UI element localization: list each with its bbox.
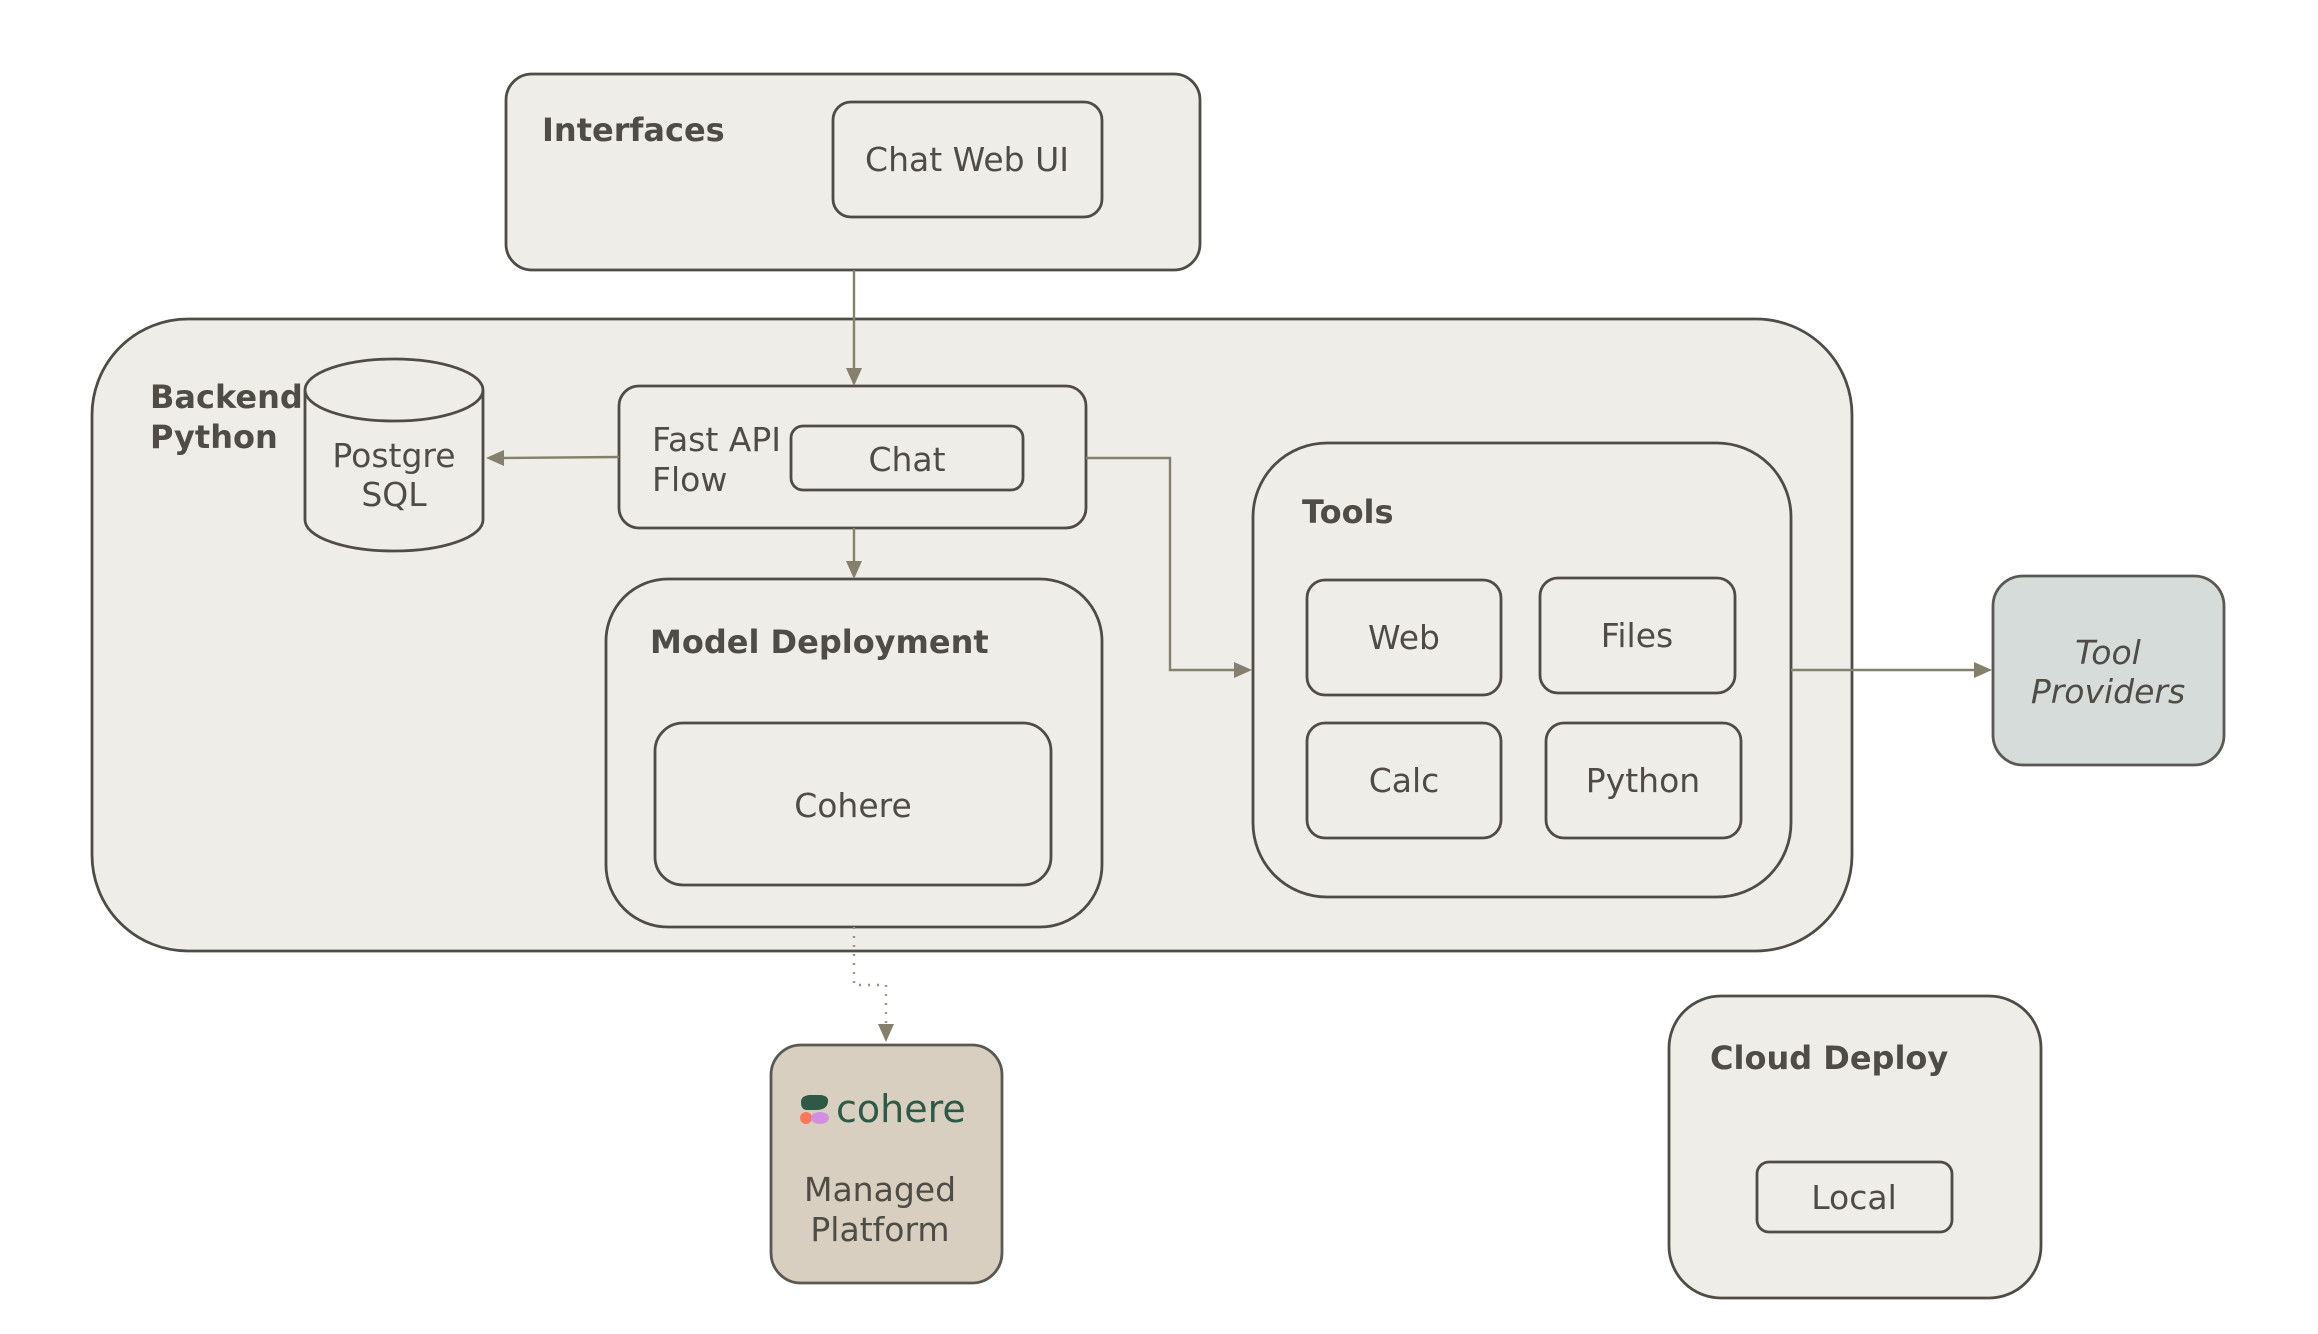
cohere-logo-pill-icon	[811, 1112, 829, 1124]
cohere-label: Cohere	[794, 786, 912, 825]
chat-node[interactable]: Chat	[789, 424, 1025, 492]
tool-web-label: Web	[1368, 618, 1440, 657]
connector-fastapi-to-postgres	[501, 455, 620, 460]
local-node[interactable]: Local	[1755, 1160, 1954, 1234]
cohere-logo-text: cohere	[836, 1087, 966, 1131]
cloud-deploy-panel: Cloud Deploy Local	[1667, 994, 2043, 1300]
fastapi-flow-node[interactable]: Fast API Flow Chat	[617, 384, 1088, 530]
cohere-logo-dot-icon	[800, 1112, 812, 1124]
cohere-logo-leaf-icon	[801, 1095, 829, 1110]
model-deployment-title: Model Deployment	[650, 623, 989, 661]
arrowhead-tools	[1234, 662, 1252, 678]
arrowhead-managed-platform	[878, 1024, 894, 1042]
tool-python-node[interactable]: Python	[1544, 721, 1743, 840]
chat-label: Chat	[868, 440, 945, 479]
arrowhead-postgres	[486, 450, 504, 466]
tool-web-node[interactable]: Web	[1305, 578, 1503, 697]
tools-title: Tools	[1302, 493, 1394, 531]
connector-model-deployment-to-managed-platform	[852, 927, 888, 1024]
tool-calc-label: Calc	[1369, 761, 1440, 800]
fastapi-label-line1: Fast API	[652, 420, 781, 459]
tools-panel: Tools Web Files Calc Python	[1251, 441, 1793, 899]
cohere-node[interactable]: Cohere	[653, 721, 1053, 887]
connectors	[486, 270, 1992, 1042]
tool-files-label: Files	[1601, 616, 1673, 655]
managed-platform-label-line1: Managed	[804, 1170, 956, 1209]
managed-platform-node[interactable]: cohere Managed Platform	[769, 1043, 1004, 1285]
backend-title-line1: Backend	[150, 378, 303, 416]
arrowhead-fastapi-top	[846, 368, 862, 386]
arrowhead-tool-providers	[1974, 662, 1992, 678]
connector-fastapi-to-tools	[1086, 456, 1236, 672]
tool-providers-label-line2: Providers	[2031, 672, 2185, 711]
fastapi-label-line2: Flow	[652, 460, 727, 499]
postgresql-database[interactable]: Postgre SQL	[303, 357, 485, 553]
managed-platform-label-line2: Platform	[810, 1210, 949, 1249]
cohere-logo: cohere	[800, 1087, 966, 1131]
arrowhead-model-deployment	[846, 561, 862, 579]
tool-providers-node[interactable]: Tool Providers	[1991, 574, 2226, 767]
tool-files-node[interactable]: Files	[1538, 576, 1737, 695]
postgresql-label-line2: SQL	[361, 475, 427, 514]
chat-web-ui-node[interactable]: Chat Web UI	[831, 100, 1104, 219]
chat-web-ui-label: Chat Web UI	[865, 140, 1069, 179]
tool-calc-node[interactable]: Calc	[1305, 721, 1503, 840]
tool-python-label: Python	[1586, 761, 1700, 800]
local-label: Local	[1811, 1178, 1897, 1217]
postgresql-label-line1: Postgre	[332, 436, 455, 475]
backend-title-line2: Python	[150, 418, 278, 456]
model-deployment-panel: Model Deployment Cohere	[604, 577, 1104, 929]
cloud-deploy-title: Cloud Deploy	[1710, 1039, 1948, 1077]
tool-providers-label-line1: Tool	[2075, 633, 2141, 672]
interfaces-title: Interfaces	[542, 111, 725, 149]
interfaces-panel: Interfaces Chat Web UI	[504, 72, 1202, 272]
